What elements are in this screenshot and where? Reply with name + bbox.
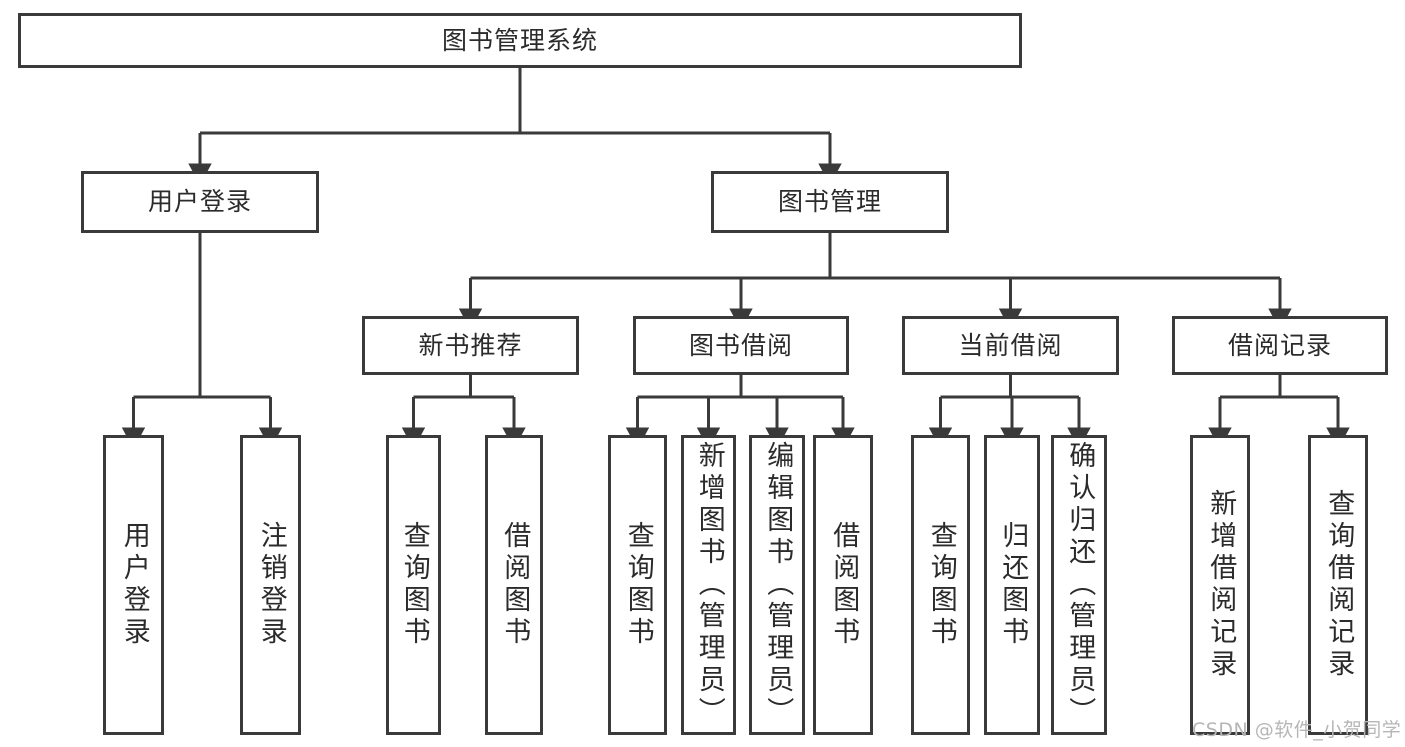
node-current-borrow[interactable]: 当前借阅 [902, 316, 1119, 375]
node-label-leaf-borrow-book-1: 借阅图书 [499, 521, 531, 649]
node-label-leaf-edit-book: 编辑图书（管理员） [762, 441, 794, 729]
node-label-user-login: 用户登录 [147, 187, 252, 216]
node-label-new-books: 新书推荐 [418, 330, 523, 360]
node-leaf-user-login[interactable]: 用户登录 [103, 435, 164, 735]
node-label-leaf-query-book-2: 查询图书 [622, 521, 654, 649]
node-label-leaf-query-book-3: 查询图书 [925, 521, 957, 649]
watermark: CSDN @软件_小贺同学 [1192, 719, 1402, 741]
node-leaf-logout[interactable]: 注销登录 [240, 435, 301, 735]
node-user-login[interactable]: 用户登录 [81, 171, 319, 233]
node-label-leaf-add-book: 新增图书（管理员） [693, 441, 725, 729]
node-label-leaf-add-record: 新增借阅记录 [1205, 489, 1237, 681]
node-label-leaf-query-record: 查询借阅记录 [1323, 489, 1355, 681]
node-leaf-query-record[interactable]: 查询借阅记录 [1308, 435, 1368, 735]
node-leaf-borrow-book-1[interactable]: 借阅图书 [485, 435, 543, 735]
node-leaf-query-book-3[interactable]: 查询图书 [911, 435, 970, 735]
node-borrow-record[interactable]: 借阅记录 [1172, 316, 1388, 375]
node-label-leaf-query-book-1: 查询图书 [398, 521, 430, 649]
node-label-borrow-book: 图书借阅 [688, 330, 793, 360]
node-label-leaf-logout: 注销登录 [255, 521, 287, 649]
node-leaf-query-book-2[interactable]: 查询图书 [608, 435, 667, 735]
node-label-borrow-record: 借阅记录 [1227, 330, 1332, 360]
node-label-leaf-return-book: 归还图书 [997, 521, 1029, 649]
node-book-manage[interactable]: 图书管理 [711, 171, 949, 233]
node-label-current-borrow: 当前借阅 [958, 330, 1063, 360]
node-root[interactable]: 图书管理系统 [18, 13, 1022, 68]
node-label-book-manage: 图书管理 [777, 187, 882, 216]
node-label-root: 图书管理系统 [441, 25, 598, 55]
node-leaf-add-book[interactable]: 新增图书（管理员） [681, 435, 736, 735]
node-label-leaf-borrow-book-2: 借阅图书 [828, 521, 860, 649]
node-borrow-book[interactable]: 图书借阅 [633, 316, 849, 375]
node-leaf-add-record[interactable]: 新增借阅记录 [1190, 435, 1250, 735]
node-leaf-borrow-book-2[interactable]: 借阅图书 [813, 435, 873, 735]
node-label-leaf-user-login: 用户登录 [118, 521, 150, 649]
node-leaf-query-book-1[interactable]: 查询图书 [386, 435, 441, 735]
node-leaf-edit-book[interactable]: 编辑图书（管理员） [749, 435, 805, 735]
node-new-books[interactable]: 新书推荐 [362, 316, 579, 375]
node-label-leaf-confirm-return: 确认归还（管理员） [1064, 441, 1096, 729]
node-leaf-return-book[interactable]: 归还图书 [984, 435, 1040, 735]
node-leaf-confirm-return[interactable]: 确认归还（管理员） [1051, 435, 1107, 735]
